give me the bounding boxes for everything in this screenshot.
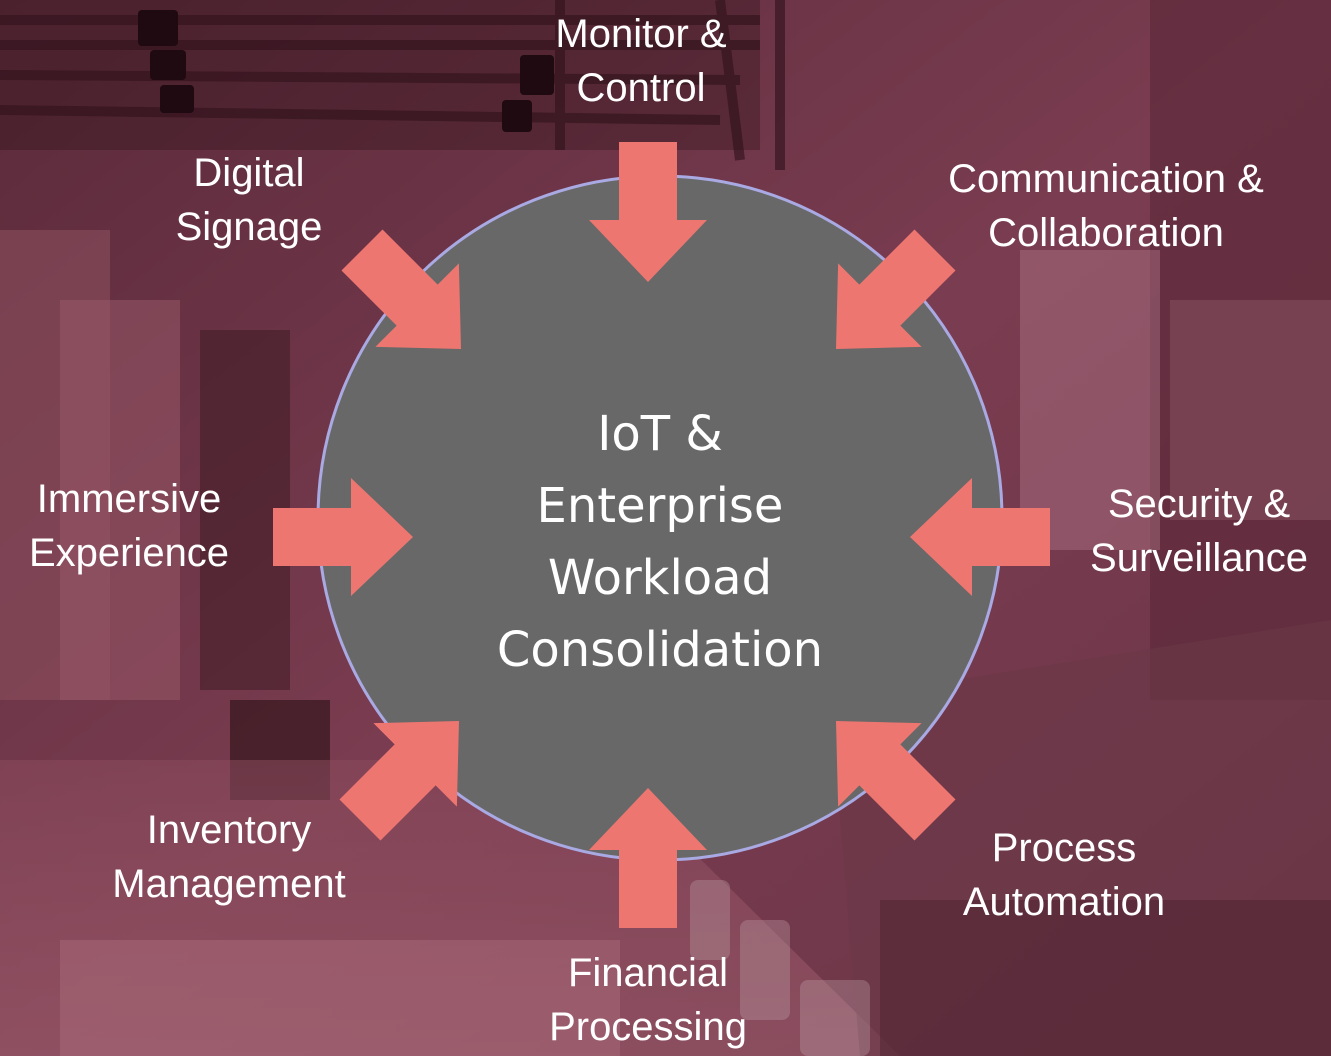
arrow-security-surveillance (910, 478, 1050, 596)
hub-label-line: Enterprise (536, 478, 784, 534)
spoke-label-line: Monitor & (555, 12, 727, 56)
hub-label-line: Consolidation (496, 622, 824, 678)
spoke-label-communication-collaboration: Communication & Collaboration (948, 152, 1264, 260)
spoke-label-digital-signage: Digital Signage (176, 146, 323, 254)
spoke-label-line: Processing (549, 1005, 747, 1049)
spoke-label-financial-processing: Financial Processing (549, 946, 747, 1054)
spoke-label-line: Financial (567, 951, 729, 995)
spoke-label-line: Process (991, 826, 1137, 870)
spoke-label-line: Collaboration (988, 211, 1224, 255)
spoke-label-line: Experience (28, 531, 230, 575)
arrow-inventory-management (339, 721, 459, 841)
spoke-label-line: Security & (1107, 482, 1291, 526)
spoke-label-line: Communication & (948, 157, 1264, 201)
spoke-label-line: Immersive (36, 477, 222, 521)
hub-label-line: IoT & (597, 406, 723, 462)
arrow-communication-collaboration (836, 229, 956, 349)
hub-label-line: Workload (547, 550, 773, 606)
spoke-label-monitor-control: Monitor & Control (555, 7, 726, 115)
arrow-group (273, 142, 1050, 928)
hub-label: IoT & Enterprise Workload Consolidation (497, 398, 823, 686)
spoke-label-inventory-management: Inventory Management (112, 803, 345, 911)
arrow-monitor-control (589, 142, 707, 282)
arrow-immersive-experience (273, 478, 413, 596)
spoke-label-line: Automation (962, 880, 1166, 924)
arrow-digital-signage (341, 229, 461, 349)
spoke-label-line: Management (112, 862, 346, 906)
spoke-label-line: Signage (175, 205, 323, 249)
spoke-label-process-automation: Process Automation (963, 821, 1165, 929)
spoke-label-immersive-experience: Immersive Experience (29, 472, 229, 580)
arrow-process-automation (836, 721, 956, 841)
spoke-label-security-surveillance: Security & Surveillance (1090, 477, 1308, 585)
spoke-label-line: Digital (193, 151, 305, 195)
spoke-label-line: Surveillance (1090, 536, 1308, 580)
spoke-label-line: Inventory (146, 808, 312, 852)
arrow-financial-processing (589, 788, 707, 928)
spoke-label-line: Control (576, 66, 706, 110)
